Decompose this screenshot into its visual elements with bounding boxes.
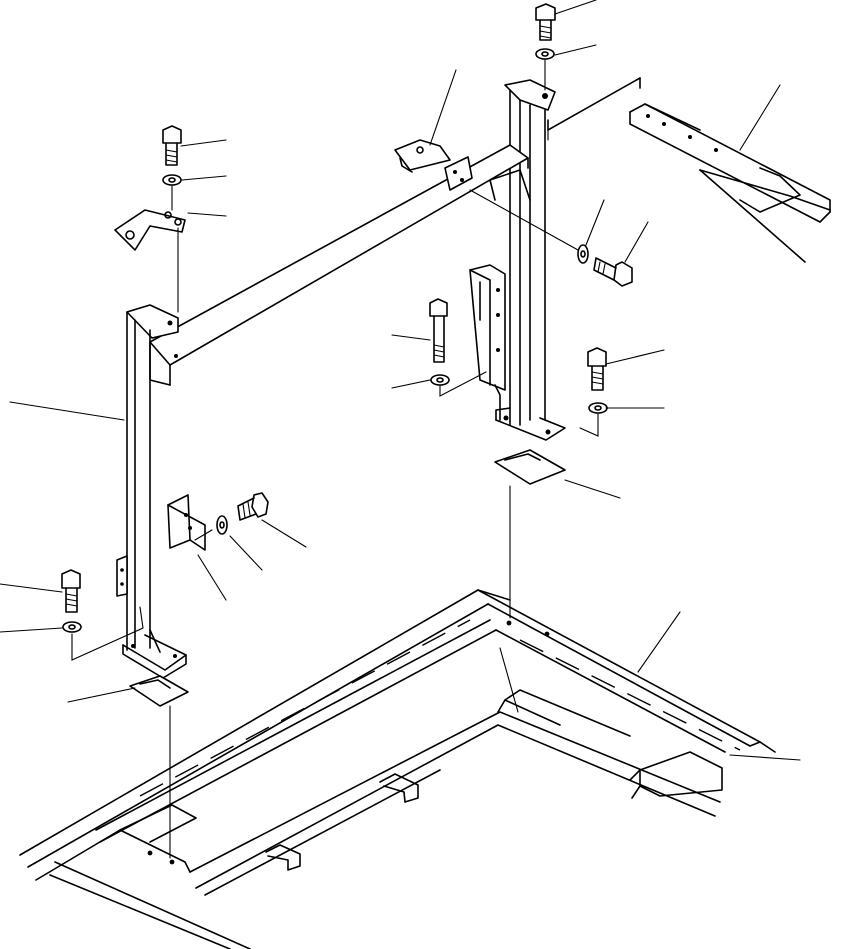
right-post xyxy=(469,79,566,441)
middle-bracket xyxy=(167,494,206,551)
floor-frame xyxy=(19,589,776,949)
washer-horizontal-left xyxy=(216,515,228,535)
top-center-bracket xyxy=(394,139,451,173)
top-left-bracket xyxy=(114,209,186,251)
washer-right-mid xyxy=(588,402,608,414)
washer-top-right xyxy=(535,48,555,60)
bolt-left-lower xyxy=(61,569,81,613)
shim-right xyxy=(494,449,566,485)
washer-left-lower xyxy=(62,621,82,633)
bolt-top-left xyxy=(162,125,182,166)
bolt-horizontal-right xyxy=(593,257,633,287)
bolt-right-mid xyxy=(587,347,607,391)
shim-left xyxy=(129,675,189,707)
bolt-horizontal-left xyxy=(237,492,269,521)
assembly-lines xyxy=(71,59,599,859)
left-post xyxy=(116,304,187,679)
bolt-center xyxy=(429,298,448,363)
upper-frame-member xyxy=(547,77,831,263)
washer-top-left xyxy=(162,174,182,186)
washer-center xyxy=(430,374,450,386)
washer-horizontal-right xyxy=(577,244,589,264)
cross-beam xyxy=(149,144,529,386)
bolt-top-right xyxy=(535,3,556,41)
callout-leaders xyxy=(0,0,801,761)
